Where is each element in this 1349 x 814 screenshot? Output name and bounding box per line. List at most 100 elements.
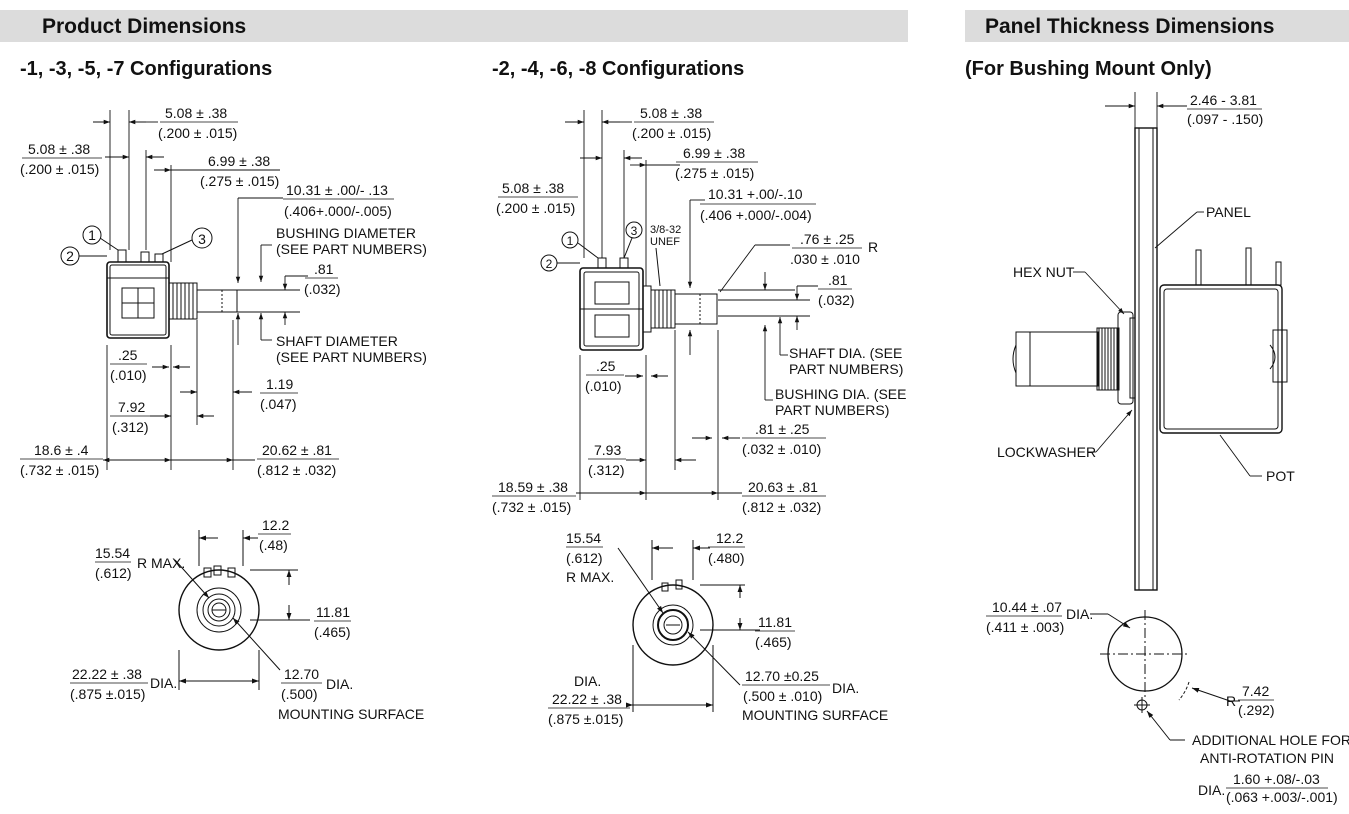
middle-dia-label-2: DIA. — [832, 680, 859, 696]
middle-025-mm: .25 — [596, 358, 616, 374]
anti-rotation-pin-label: ANTI-ROTATION PIN — [1200, 750, 1334, 766]
left-top-spacing-mm: 5.08 ± .38 — [165, 105, 227, 121]
middle-top-spacing-in: (.200 ± .015) — [632, 125, 711, 141]
middle-fraction-bars — [492, 121, 862, 709]
middle-122-in: (.480) — [708, 550, 745, 566]
left-terminal-1: 1 — [88, 227, 96, 243]
left-side-view — [106, 249, 238, 339]
left-callouts — [60, 225, 213, 266]
left-1554-mm: 15.54 — [95, 545, 130, 561]
middle-r-max: R MAX. — [566, 569, 614, 585]
middle-dimension-lines — [565, 110, 818, 500]
hex-nut-label: HEX NUT — [1013, 264, 1075, 280]
middle-2222-in: (.875 ±.015) — [548, 711, 623, 727]
middle-1270-in: (.500 ± .010) — [743, 688, 822, 704]
middle-terminal-2: 2 — [546, 257, 553, 271]
left-186-mm: 18.6 ± .4 — [34, 442, 89, 458]
left-186-in: (.732 ± .015) — [20, 462, 99, 478]
left-dia-label: DIA. — [150, 675, 177, 691]
middle-terminal-3: 3 — [631, 224, 638, 238]
left-1554-in: (.612) — [95, 565, 132, 581]
left-699-in: (.275 ± .015) — [200, 173, 279, 189]
left-2222-mm: 22.22 ± .38 — [72, 666, 142, 682]
radius-742-in: (.292) — [1238, 702, 1275, 718]
middle-1554-in: (.612) — [566, 550, 603, 566]
left-1181-in: (.465) — [314, 624, 351, 640]
middle-radius-r: R — [868, 239, 878, 255]
panel-hole-view — [1090, 610, 1240, 741]
left-119-mm: 1.19 — [266, 376, 293, 392]
left-1270-in: (.500) — [281, 686, 318, 702]
middle-076-mm: .76 ± .25 — [800, 231, 855, 247]
panel-thickness-header: Panel Thickness Dimensions — [965, 10, 1349, 42]
middle-081-in: (.032) — [818, 292, 855, 308]
pin-160-mm: 1.60 +.08/-.03 — [1233, 771, 1320, 787]
middle-callouts — [540, 221, 661, 287]
lockwasher-label: LOCKWASHER — [997, 444, 1096, 460]
middle-terminal-1: 1 — [567, 234, 574, 248]
panel-mount-subtitle: (For Bushing Mount Only) — [965, 58, 1212, 80]
middle-1859-in: (.732 ± .015) — [492, 499, 571, 515]
middle-699-mm: 6.99 ± .38 — [683, 145, 745, 161]
left-2222-in: (.875 ±.015) — [70, 686, 145, 702]
left-fraction-bars — [20, 121, 394, 684]
left-top-spacing-in: (.200 ± .015) — [158, 125, 237, 141]
panel-fraction-bars — [986, 108, 1328, 789]
left-r-max: R MAX. — [137, 555, 185, 571]
left-dimension-lines — [93, 110, 308, 470]
left-699-mm: 6.99 ± .38 — [208, 153, 270, 169]
middle-025-in: (.010) — [585, 378, 622, 394]
left-025-mm: .25 — [118, 347, 138, 363]
pin-dia-label: DIA. — [1198, 782, 1225, 798]
middle-793-mm: 7.93 — [594, 442, 621, 458]
left-side-spacing-mm: 5.08 ± .38 — [28, 141, 90, 157]
hole-dia-label: DIA. — [1066, 606, 1093, 622]
left-configurations-title: -1, -3, -5, -7 Configurations — [20, 58, 273, 80]
middle-081-mm: .81 — [828, 272, 848, 288]
middle-2222-mm: 22.22 ± .38 — [552, 691, 622, 707]
radius-742-mm: 7.42 — [1242, 683, 1269, 699]
middle-side-view — [579, 257, 718, 351]
left-bushing-diameter: BUSHING DIAMETER — [276, 225, 416, 241]
middle-front-view — [617, 540, 760, 712]
middle-mounting-surface: MOUNTING SURFACE — [742, 707, 888, 723]
middle-2063-in: (.812 ± .032) — [742, 499, 821, 515]
left-119-in: (.047) — [260, 396, 297, 412]
middle-unef-label: UNEF — [650, 236, 680, 248]
middle-shaft-dia-note: PART NUMBERS) — [789, 361, 903, 377]
left-081-mm: .81 — [314, 261, 334, 277]
left-front-view — [174, 530, 310, 690]
left-shaft-diameter: SHAFT DIAMETER — [276, 333, 398, 349]
middle-dia-label: DIA. — [574, 673, 601, 689]
left-bushing-diameter-note: (SEE PART NUMBERS) — [276, 241, 427, 257]
middle-bushing-dia-note: PART NUMBERS) — [775, 402, 889, 418]
middle-793-in: (.312) — [588, 462, 625, 478]
middle-unef-size: 3/8-32 — [650, 224, 681, 236]
middle-081b-in: (.032 ± .010) — [742, 441, 821, 457]
panel-assembly-view — [1012, 127, 1288, 591]
middle-1181-in: (.465) — [755, 634, 792, 650]
middle-1031-mm: 10.31 +.00/-.10 — [708, 186, 803, 202]
middle-side-spacing-mm: 5.08 ± .38 — [502, 180, 564, 196]
additional-hole-label: ADDITIONAL HOLE FOR — [1192, 732, 1349, 748]
middle-bushing-dia: BUSHING DIA. (SEE — [775, 386, 906, 402]
product-dimensions-title: Product Dimensions — [42, 15, 247, 38]
left-labels: 1 2 3 5.08 ± .38 (.200 ± .015) 5.08 ± .3… — [20, 105, 427, 722]
left-1181-mm: 11.81 — [316, 604, 350, 620]
panel-label: PANEL — [1206, 204, 1251, 220]
left-dia-label-2: DIA. — [326, 676, 353, 692]
left-terminal-3: 3 — [198, 231, 206, 247]
left-025-in: (.010) — [110, 367, 147, 383]
left-122-mm: 12.2 — [262, 517, 289, 533]
pin-160-in: (.063 +.003/-.001) — [1226, 789, 1338, 805]
radius-r-label: R — [1226, 693, 1236, 709]
panel-labels: 2.46 - 3.81 (.097 - .150) PANEL HEX NUT … — [986, 92, 1349, 805]
middle-2063-mm: 20.63 ± .81 — [748, 479, 818, 495]
middle-1181-mm: 11.81 — [758, 614, 792, 630]
hole-1044-in: (.411 ± .003) — [986, 619, 1064, 635]
panel-dimension-lines — [1073, 92, 1262, 477]
panel-thickness-in: (.097 - .150) — [1187, 111, 1263, 127]
middle-081b-mm: .81 ± .25 — [755, 421, 810, 437]
middle-configurations-title: -2, -4, -6, -8 Configurations — [492, 58, 745, 80]
